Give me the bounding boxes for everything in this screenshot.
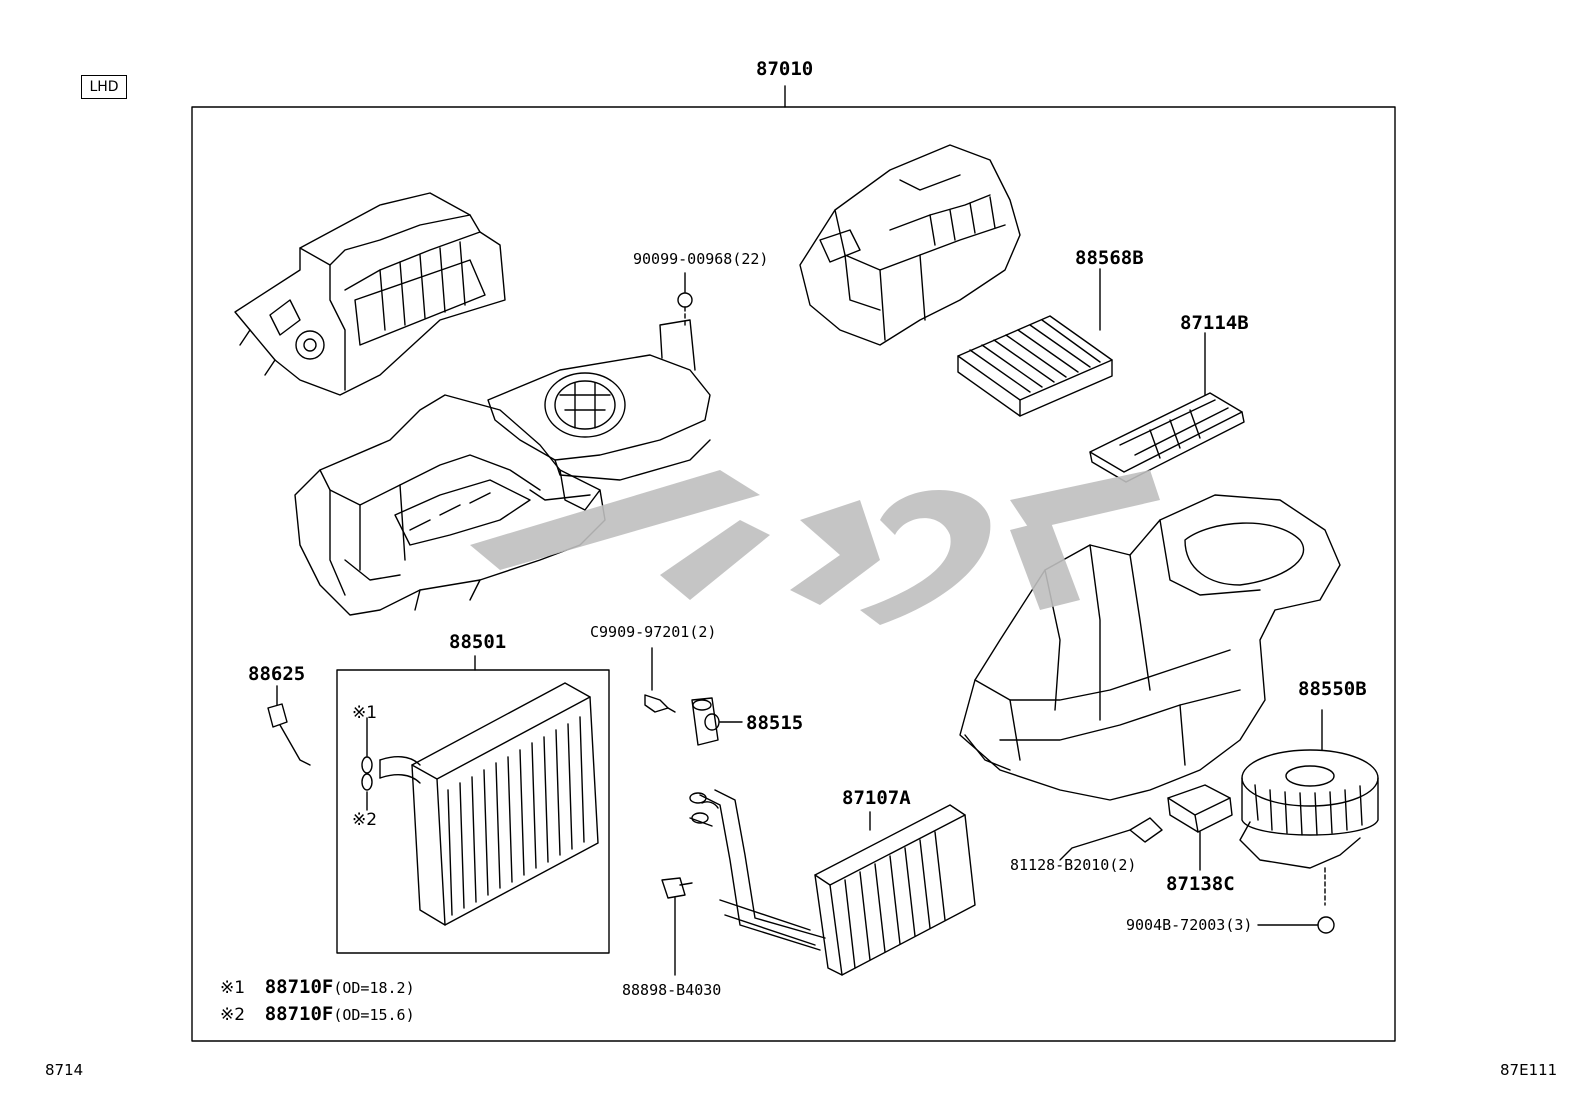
assembly-frame xyxy=(191,106,1396,1042)
callout-88898: 88898-B4030 xyxy=(622,981,722,999)
callout-90099: 90099-00968(22) xyxy=(633,250,769,268)
callout-81128: 81128-B2010(2) xyxy=(1010,856,1137,874)
screw-symbol-2 xyxy=(1317,916,1335,934)
blower-upper-case xyxy=(487,319,711,501)
evaporator-core xyxy=(361,682,599,926)
callout-88625: 88625 xyxy=(248,663,306,685)
screw-symbol-1 xyxy=(677,292,693,308)
callout-87138C: 87138C xyxy=(1166,873,1235,895)
blower-motor xyxy=(1239,709,1379,906)
callout-88568B: 88568B xyxy=(1075,247,1144,269)
filter-cover xyxy=(1089,392,1245,483)
evaporator-box xyxy=(336,669,610,954)
assembly-number: 87010 xyxy=(756,58,814,80)
callout-9004b: 9004B-72003(3) xyxy=(1126,916,1253,934)
watermark-logo xyxy=(470,470,1160,625)
thermistor-sensor xyxy=(267,685,311,766)
callout-88515: 88515 xyxy=(746,712,804,734)
callout-87114B: 87114B xyxy=(1180,312,1249,334)
callout-87107A: 87107A xyxy=(842,787,911,809)
lhd-badge: LHD xyxy=(81,75,127,99)
callout-88550B: 88550B xyxy=(1298,678,1367,700)
note-mark: ※1 xyxy=(220,978,246,998)
upper-case-cover xyxy=(234,192,506,396)
air-intake-case xyxy=(799,144,1021,346)
page-id-left: 8714 xyxy=(45,1061,84,1079)
expansion-valve xyxy=(644,647,743,746)
ring-mark-1: ※1 xyxy=(352,703,378,723)
cabin-filter xyxy=(957,315,1113,417)
page-id-right: 87E111 xyxy=(1500,1061,1558,1079)
clip-81128 xyxy=(1059,817,1163,861)
note-spec: (OD=15.6) xyxy=(333,1006,415,1024)
note-part: 88710F xyxy=(264,1003,334,1025)
note-mark: ※2 xyxy=(220,1005,246,1025)
note-row-1: ※1 88710F(OD=18.2) xyxy=(220,978,415,997)
callout-c9909: C9909-97201(2) xyxy=(590,623,717,641)
blower-resistor xyxy=(1167,784,1233,871)
note-row-2: ※2 88710F(OD=15.6) xyxy=(220,1005,415,1024)
pipe-clamp xyxy=(661,877,693,976)
heater-core xyxy=(689,789,976,976)
lower-heater-case xyxy=(294,394,606,616)
note-spec: (OD=18.2) xyxy=(333,979,415,997)
callout-88501: 88501 xyxy=(449,631,507,653)
note-part: 88710F xyxy=(264,976,334,998)
ring-mark-2: ※2 xyxy=(352,810,378,830)
